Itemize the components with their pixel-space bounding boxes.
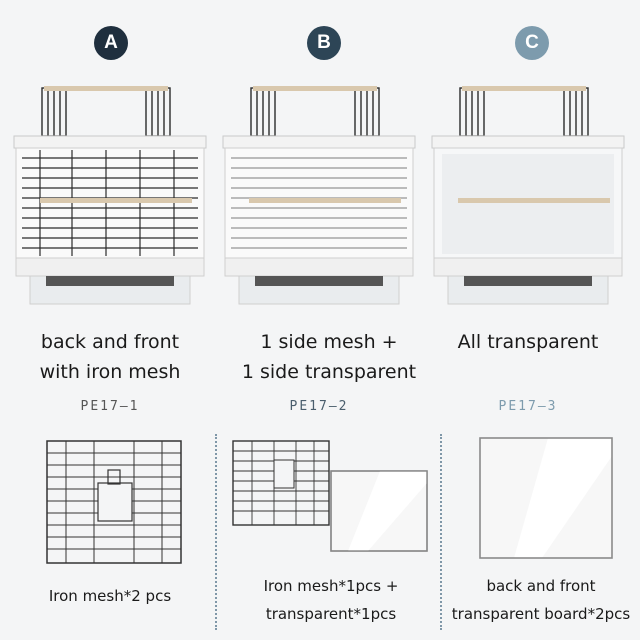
transparent-board-panel-icon [479, 437, 613, 559]
option-a-panel-note-line-1: Iron mesh*2 pcs [48, 587, 172, 605]
option-c-caption: All transparent [428, 327, 628, 357]
option-b-code: PE17–2 [289, 399, 349, 414]
option-c-code: PE17–3 [498, 399, 558, 414]
cage-b-image [222, 86, 416, 305]
cage-a-image [13, 86, 207, 305]
iron-mesh-panel-icon [46, 440, 182, 564]
option-c-caption-line-1: All transparent [457, 331, 599, 353]
option-a-caption-line-2: with iron mesh [39, 361, 181, 383]
option-a-caption: back and front with iron mesh [10, 327, 210, 387]
cage-c-image [431, 86, 625, 305]
option-b-panel-note-line-1: Iron mesh*1pcs + [263, 577, 399, 595]
option-c-panel-note-line-2: transparent board*2pcs [451, 605, 631, 623]
option-a-caption-line-1: back and front [40, 331, 180, 353]
option-c-badge: C [515, 26, 549, 60]
separator-a-b [215, 434, 217, 630]
option-b-caption-line-2: 1 side transparent [241, 361, 417, 383]
option-b-panel-note: Iron mesh*1pcs + transparent*1pcs [226, 572, 436, 628]
option-b-caption-line-1: 1 side mesh + [260, 331, 398, 353]
option-a-badge: A [94, 26, 128, 60]
option-a-code: PE17–1 [80, 399, 140, 414]
option-a-panel-note: Iron mesh*2 pcs [20, 582, 200, 610]
option-b-badge: B [307, 26, 341, 60]
separator-b-c [440, 434, 442, 630]
option-b-caption: 1 side mesh + 1 side transparent [219, 327, 439, 387]
option-b-panel-note-line-2: transparent*1pcs [265, 605, 397, 623]
mesh-and-transparent-panels-icon [232, 440, 428, 552]
option-c-panel-note: back and front transparent board*2pcs [444, 572, 638, 628]
option-c-panel-note-line-1: back and front [486, 577, 596, 595]
